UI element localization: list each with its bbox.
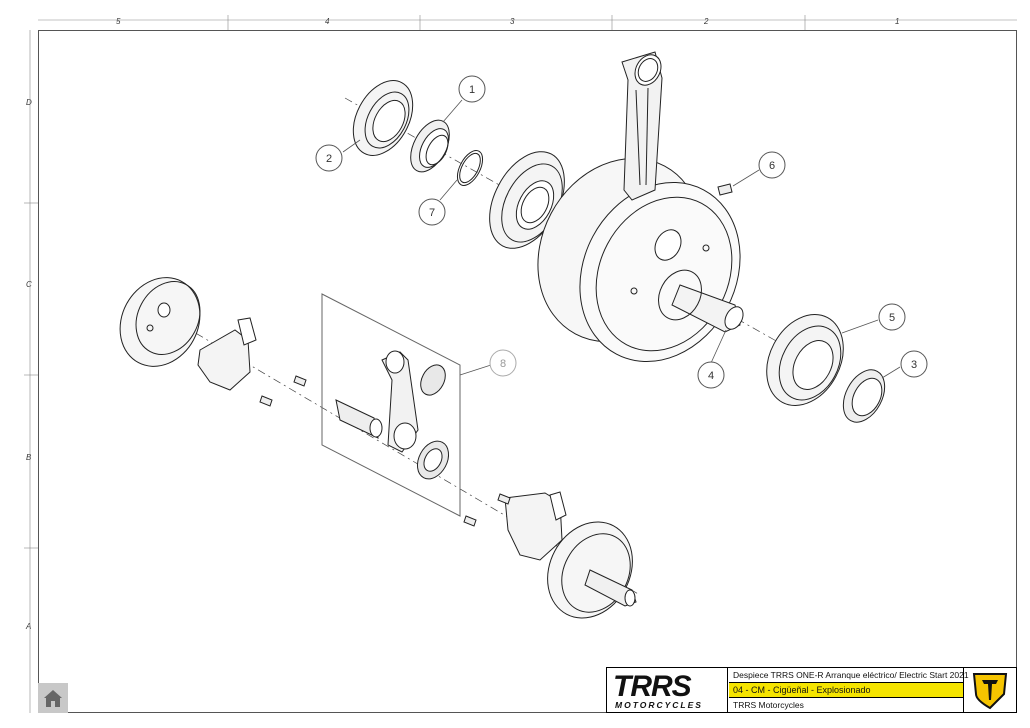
- callout-8: 8: [489, 349, 517, 377]
- trrs-logo: TRRS MOTORCYCLES: [607, 668, 728, 712]
- callout-1: 1: [458, 75, 486, 103]
- assembly-axis-lines: [164, 97, 811, 596]
- conrod-kit-box: [321, 293, 461, 517]
- company-name: TRRS Motorcycles: [733, 700, 804, 710]
- home-button[interactable]: [38, 683, 68, 713]
- zone-row-c: C: [26, 280, 32, 289]
- svg-text:4: 4: [708, 370, 714, 382]
- trrs-shield-emblem-icon: [963, 668, 1016, 712]
- bearing-ring: [410, 119, 450, 173]
- svg-text:6: 6: [769, 160, 775, 172]
- o-ring: [456, 150, 484, 186]
- svg-text:8: 8: [500, 358, 506, 370]
- title-block: TRRS MOTORCYCLES Despiece TRRS ONE-R Arr…: [606, 667, 1017, 713]
- main-bearing-right: [766, 314, 844, 406]
- home-icon: [44, 690, 62, 707]
- callout-5: 5: [878, 303, 906, 331]
- zone-column-1: 1: [895, 17, 900, 26]
- drawing-title: Despiece TRRS ONE-R Arranque eléctrico/ …: [729, 668, 969, 683]
- zone-row-a: A: [26, 622, 32, 631]
- callout-4: 4: [697, 361, 725, 389]
- zone-column-3: 3: [510, 17, 515, 26]
- oil-seal-lower: [842, 369, 886, 423]
- zone-ticks: [24, 15, 1017, 713]
- callout-leaders: [342, 99, 901, 379]
- zone-column-2: 2: [704, 17, 709, 26]
- callout-7: 7: [418, 198, 446, 226]
- svg-text:1: 1: [469, 84, 475, 96]
- svg-text:5: 5: [889, 312, 895, 324]
- crank-half-right: [463, 491, 637, 619]
- conrod-kit: [335, 350, 450, 480]
- svg-text:7: 7: [429, 207, 435, 219]
- svg-text:2: 2: [326, 153, 332, 165]
- logo-subtitle: MOTORCYCLES: [615, 700, 703, 710]
- zone-column-5: 5: [116, 17, 121, 26]
- logo-text: TRRS: [613, 670, 692, 703]
- callout-2: 2: [315, 144, 343, 172]
- crankshaft-assembly: [537, 51, 744, 363]
- zone-row-d: D: [26, 98, 32, 107]
- callout-3: 3: [900, 350, 928, 378]
- zone-column-4: 4: [325, 17, 330, 26]
- drawing-subtitle: 04 - CM - Cigüeñal - Explosionado: [729, 683, 964, 698]
- zone-row-b: B: [26, 453, 32, 462]
- oil-seal-upper: [352, 80, 414, 156]
- crank-half-left: [119, 277, 307, 407]
- svg-text:3: 3: [911, 359, 917, 371]
- callout-6: 6: [758, 151, 786, 179]
- drawing-frame: [38, 30, 1017, 713]
